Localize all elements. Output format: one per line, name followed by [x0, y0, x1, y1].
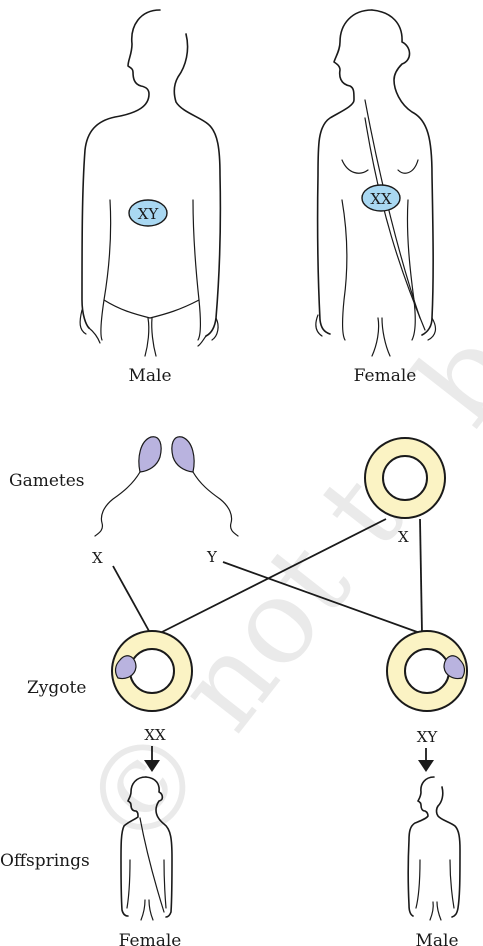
- offspring-male-figure: [407, 776, 461, 921]
- male-chromosome-cell: [128, 199, 168, 227]
- sperm-y-label: Y: [206, 548, 218, 566]
- sperm-right: [171, 436, 239, 537]
- female-label: Female: [354, 366, 417, 386]
- line-egg-to-right-zygote: [419, 518, 423, 634]
- offsprings-label: Offsprings: [0, 851, 90, 871]
- male-figure: [79, 9, 222, 357]
- line-sperm-y-to-right-zygote: [222, 561, 421, 634]
- zygote-right-chromosomes: XY: [417, 728, 439, 746]
- egg-gamete: [364, 437, 446, 519]
- female-chromosome-cell: [361, 184, 401, 212]
- zygote-left: [111, 630, 193, 712]
- offspring-male-label: Male: [415, 931, 458, 946]
- offspring-female-label: Female: [119, 931, 182, 946]
- arrow-right: [418, 748, 434, 772]
- line-sperm-x-to-left-zygote: [112, 565, 150, 632]
- male-label: Male: [128, 366, 171, 386]
- zygote-left-chromosomes: XX: [144, 726, 166, 744]
- sperm-left: [94, 436, 162, 537]
- gametes-label: Gametes: [9, 471, 85, 491]
- line-egg-to-left-zygote: [159, 518, 387, 634]
- offspring-female-figure: [120, 776, 173, 921]
- female-chromosome-label: XX: [370, 190, 392, 208]
- male-chromosome-label: XY: [138, 205, 160, 223]
- egg-x-label: X: [398, 528, 409, 546]
- zygote-right: [386, 630, 468, 712]
- sperm-x-label: X: [92, 549, 103, 567]
- arrow-left: [144, 746, 160, 772]
- female-figure: [315, 9, 437, 357]
- zygote-label: Zygote: [27, 678, 86, 698]
